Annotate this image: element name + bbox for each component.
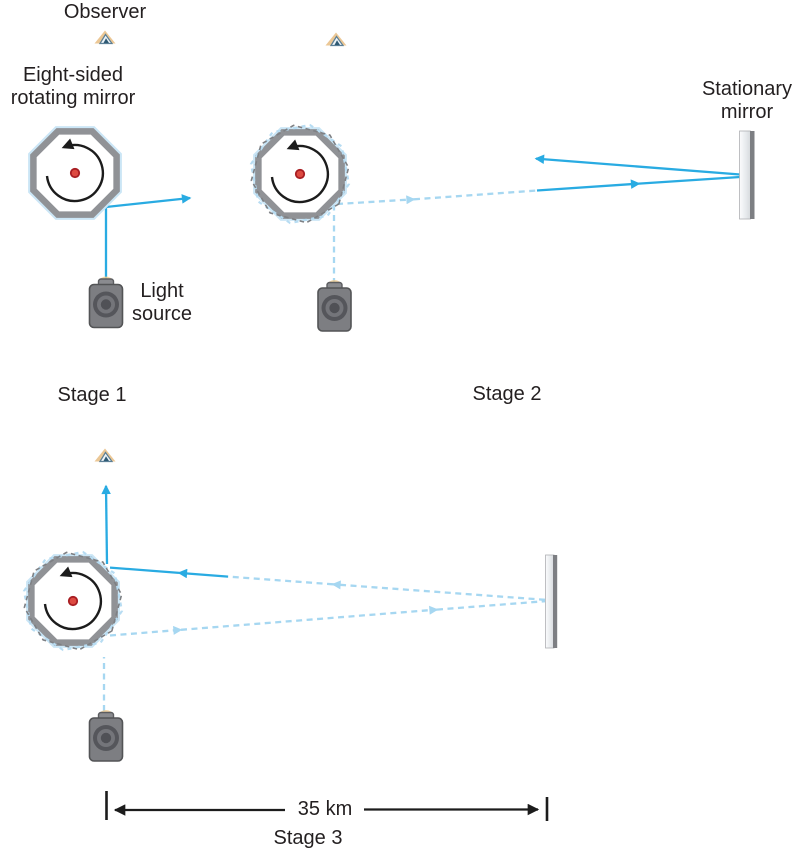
rotating-mirror-label: Eight-sided rotating mirror: [11, 64, 135, 110]
camera-icon-light-source-stage2: [317, 279, 352, 332]
eye-icon-observer-stage3: [93, 447, 117, 463]
stage2-light-rays: [332, 154, 741, 284]
eye-icon-observer-stage2: [324, 31, 348, 47]
stage3-return-dashed-ray: [331, 580, 546, 601]
stationary-mirror-label-line1: Stationary: [701, 78, 793, 100]
mirror-bar-icon: [739, 130, 751, 220]
stage2-reflected-ray: [534, 154, 741, 176]
stage3-outgoing-dashed-ray2: [180, 605, 439, 631]
stage3-outgoing-dashed-ray: [109, 625, 183, 637]
stage3-outgoing-dashed-ray3: [436, 600, 546, 611]
observer-label: Observer: [63, 1, 147, 23]
stage2-label: Stage 2: [472, 383, 542, 405]
camera-icon-light-source-stage3: [88, 709, 124, 762]
stage1-source-to-mirror-ray: [104, 194, 192, 288]
light-source-label: Light source: [132, 280, 192, 326]
mirror-bar-icon: [545, 554, 555, 649]
stage3-light-rays: [101, 484, 546, 711]
stage3-return-solid-ray2: [109, 566, 180, 575]
stage3-return-dashed-ray2: [227, 575, 334, 586]
stationary-mirror-label-line2: mirror: [720, 101, 774, 123]
rotating-mirror-stage1: [30, 128, 121, 219]
stage1-label: Stage 1: [57, 384, 127, 406]
stage2-outgoing-solid-ray2: [638, 175, 741, 185]
distance-dimension-line: [105, 791, 549, 821]
stage1-light-rays: [104, 194, 192, 288]
rotating-mirror-stage2: [243, 117, 357, 231]
stage2-outgoing-dashed-ray2: [413, 189, 538, 201]
stage3-return-solid-ray: [177, 568, 229, 579]
eye-icon-observer-stage1: [93, 29, 117, 45]
mirror-bar-edge: [750, 131, 755, 219]
stationary-mirror-label: Stationary mirror: [702, 78, 792, 124]
stage3-to-observer-ray: [101, 484, 111, 565]
light-source-label-line1: Light: [140, 280, 184, 302]
stage2-outgoing-dashed-ray: [336, 195, 416, 206]
stationary-mirror-stage2: [739, 130, 755, 220]
light-source-label-line2: source: [131, 303, 193, 325]
rotating-mirror-stage3: [16, 544, 130, 658]
distance-label: 35 km: [297, 798, 353, 820]
rotating-mirror-label-line1: Eight-sided: [22, 64, 124, 86]
rotating-mirror-label-line2: rotating mirror: [10, 87, 136, 109]
stage3-label: Stage 3: [273, 827, 343, 849]
camera-icon-light-source-stage1: [88, 275, 124, 329]
stationary-mirror-stage3: [545, 554, 558, 649]
stage2-outgoing-solid-ray: [536, 179, 641, 192]
mirror-bar-edge: [553, 555, 558, 648]
